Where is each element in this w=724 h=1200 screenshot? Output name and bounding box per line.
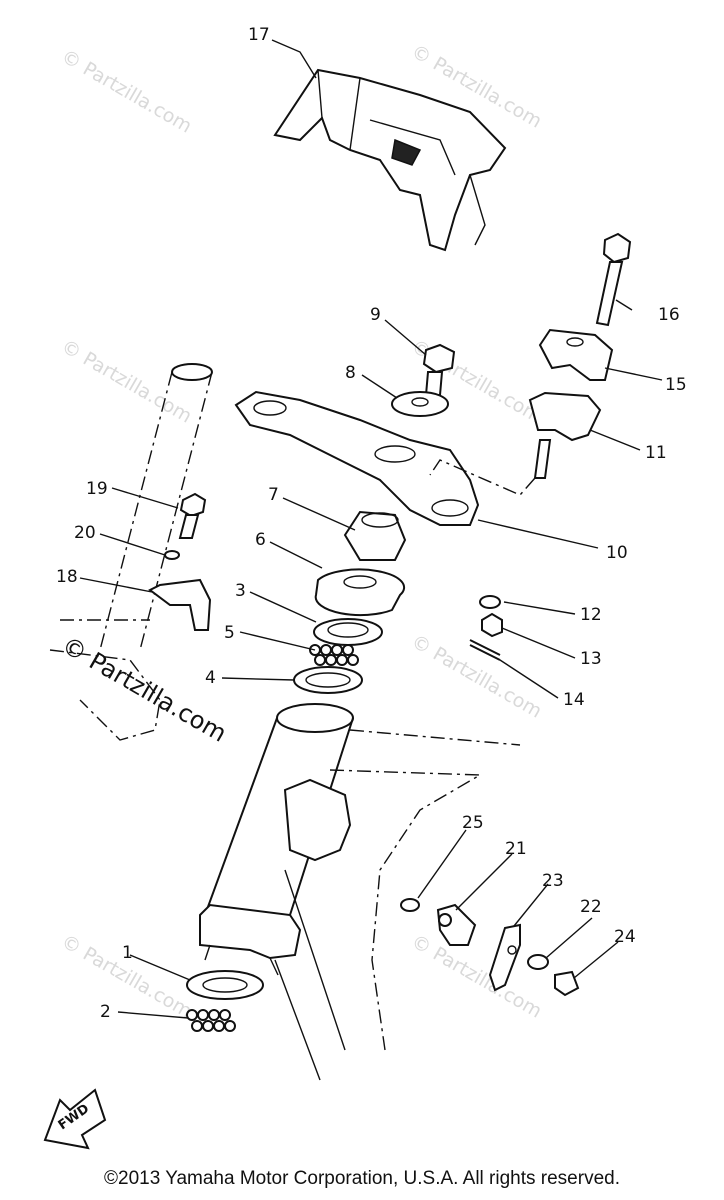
part-10-upper-bracket — [234, 390, 536, 526]
part-22-washer — [527, 954, 549, 970]
callout-23[interactable]: 23 — [542, 871, 564, 891]
callout-9[interactable]: 9 — [370, 305, 381, 325]
callout-11[interactable]: 11 — [645, 443, 667, 463]
callout-13[interactable]: 13 — [580, 649, 602, 669]
fwd-arrow-icon: FWD — [43, 1088, 107, 1150]
part-23-lock-plate — [488, 923, 521, 992]
part-14-cotter-pin — [469, 639, 501, 661]
callout-19[interactable]: 19 — [86, 479, 108, 499]
part-8-washer — [391, 391, 449, 417]
watermark-text: © Partzilla.com — [58, 335, 196, 427]
part-12-washer — [479, 595, 501, 609]
part-20-washer — [164, 550, 180, 560]
callout-25[interactable]: 25 — [462, 813, 484, 833]
part-2-steel-balls — [186, 1009, 236, 1032]
frame-head-pipe — [199, 703, 521, 1081]
callout-6[interactable]: 6 — [255, 530, 266, 550]
part-25-screw — [400, 898, 420, 912]
callout-12[interactable]: 12 — [580, 605, 602, 625]
callout-18[interactable]: 18 — [56, 567, 78, 587]
callout-7[interactable]: 7 — [268, 485, 279, 505]
callout-2[interactable]: 2 — [100, 1002, 111, 1022]
frame-side-dash-left — [49, 619, 161, 741]
leader-lines — [79, 39, 663, 1019]
part-5-steel-balls — [309, 644, 359, 666]
callout-15[interactable]: 15 — [665, 375, 687, 395]
part-1-bearing-race — [186, 970, 264, 1000]
part-3-bearing-race — [313, 618, 383, 646]
callout-16[interactable]: 16 — [658, 305, 680, 325]
part-callouts: 17 16 15 11 9 8 10 7 6 3 5 4 12 13 14 19… — [56, 25, 687, 1022]
watermark-text: © Partzilla.com — [408, 930, 546, 1022]
callout-24[interactable]: 24 — [614, 927, 636, 947]
callout-10[interactable]: 10 — [606, 543, 628, 563]
steering-stem-tube — [99, 363, 213, 651]
callout-17[interactable]: 17 — [248, 25, 270, 45]
watermark-text: © Partzilla.com — [58, 45, 196, 137]
callout-5[interactable]: 5 — [224, 623, 235, 643]
part-4-bearing-race — [293, 666, 363, 694]
callout-20[interactable]: 20 — [74, 523, 96, 543]
part-7-steering-nut — [343, 510, 407, 561]
callout-1[interactable]: 1 — [122, 943, 133, 963]
part-6-washer — [314, 568, 406, 617]
part-18-bracket — [148, 578, 212, 631]
callout-14[interactable]: 14 — [563, 690, 585, 710]
callout-4[interactable]: 4 — [205, 668, 216, 688]
part-15-holder-upper — [538, 328, 614, 381]
copyright-notice: ©2013 Yamaha Motor Corporation, U.S.A. A… — [104, 1168, 620, 1189]
part-17-handlebar-cover — [273, 68, 507, 252]
part-13-nut — [481, 612, 503, 638]
part-21-steering-lock — [436, 903, 477, 946]
callout-8[interactable]: 8 — [345, 363, 356, 383]
part-24-screw — [554, 970, 580, 997]
part-19-bolt — [178, 492, 207, 539]
callout-22[interactable]: 22 — [580, 897, 602, 917]
watermark-text-large: © Partzilla.com — [57, 631, 231, 748]
callout-21[interactable]: 21 — [505, 839, 527, 859]
part-11-holder-lower — [528, 391, 602, 479]
callout-3[interactable]: 3 — [235, 581, 246, 601]
part-16-bolt — [595, 232, 632, 327]
